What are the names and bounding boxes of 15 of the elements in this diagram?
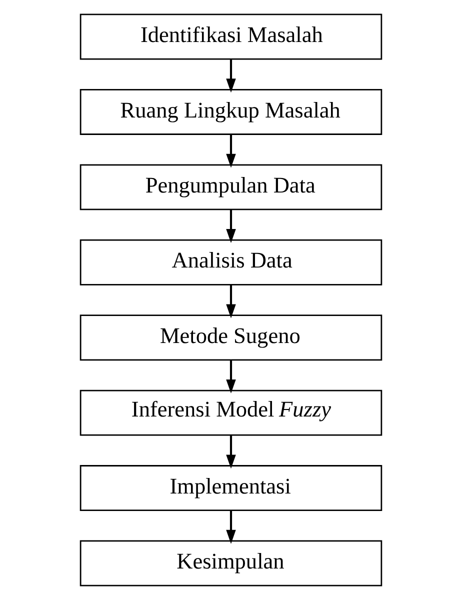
- node-box: Identifikasi Masalah: [80, 14, 382, 60]
- arrow: [226, 210, 236, 243]
- arrow: [226, 59, 236, 93]
- node-box: Pengumpulan Data: [80, 164, 382, 210]
- node-box: Metode Sugeno: [80, 314, 382, 361]
- node-box: Ruang Lingkup Masalah: [80, 88, 382, 135]
- arrow: [226, 435, 236, 469]
- node-box: Analisis Data: [80, 239, 382, 286]
- arrow: [226, 284, 236, 318]
- arrow: [226, 510, 236, 544]
- node-box: Inferensi Model Fuzzy: [80, 390, 382, 436]
- arrow: [226, 360, 236, 394]
- node-box: Kesimpulan: [80, 540, 382, 586]
- node-box: Implementasi: [80, 465, 382, 512]
- arrow: [226, 134, 236, 168]
